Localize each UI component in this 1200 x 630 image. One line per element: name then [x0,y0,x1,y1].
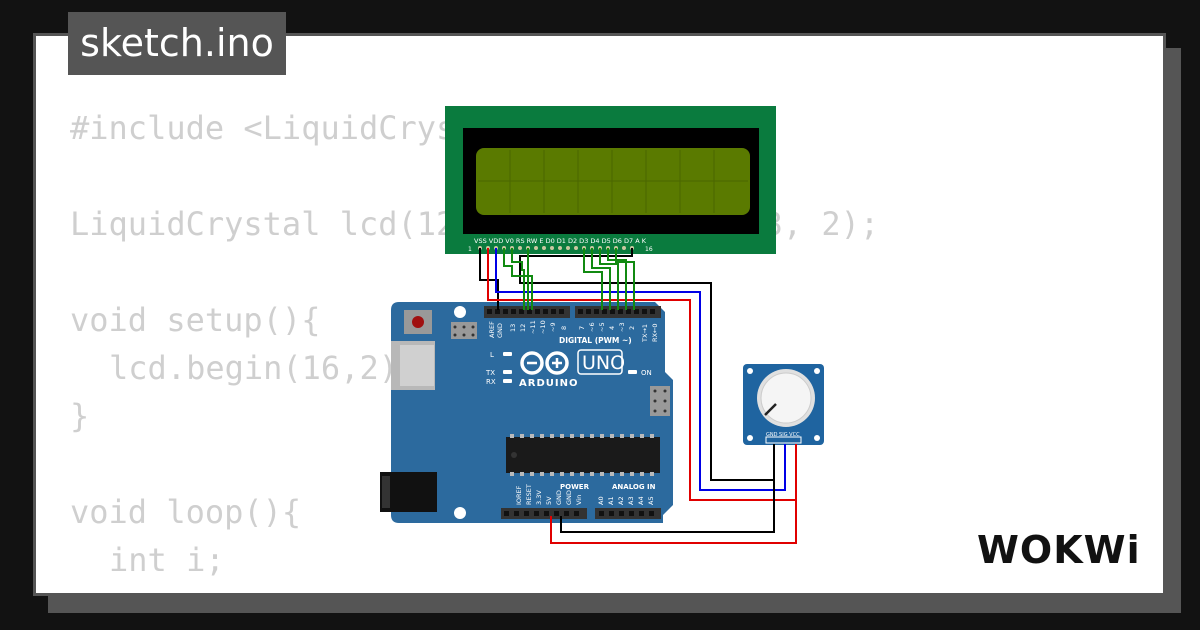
pin-label: 13 [509,324,517,332]
pin-label: 8 [560,326,568,330]
wokwi-logo: WOKWi [977,528,1141,572]
pin-label: 5V [545,496,553,505]
pin-label: ~5 [598,322,606,332]
arduino-uno-board[interactable]: AREF GND 13 12 ~11 ~10 ~9 8 7 ~6 ~5 4 ~3… [380,302,673,523]
pin-label: TX→1 [641,324,649,343]
pin-label: A2 [617,496,625,505]
code-line: int i; [109,541,225,579]
code-line: } [70,397,90,435]
potentiometer-knob-indicator [764,403,777,416]
pin-label: ~11 [529,320,537,334]
pin-label: A0 [597,496,605,505]
arduino-infinity-icon [520,351,569,375]
lcd-pin-labels: VSS VDD V0 RS RW E D0 D1 D2 D3 D4 D5 D6 … [474,237,647,245]
led-l-label: L [490,351,494,359]
pin-label: A1 [607,496,615,505]
potentiometer[interactable]: GND SIG VCC [743,364,824,445]
potentiometer-pin-labels: GND SIG VCC [766,432,800,438]
pin-label: A4 [637,496,645,505]
pin-label: Vin [575,495,583,505]
wokwi-logo-text: WOKWi [977,528,1141,572]
pin-label: AREF [488,321,496,338]
arduino-model: UNO [582,352,625,374]
pin-label: RESET [525,484,533,505]
pin-label: 3.3V [535,490,543,505]
pin-label: A3 [627,496,635,505]
pin-label: 12 [519,324,527,332]
pin-label: GND [565,490,573,505]
lcd-display[interactable]: VSS VDD V0 RS RW E D0 D1 D2 D3 D4 D5 D6 … [445,106,776,254]
pin-label: A5 [647,496,655,505]
code-line: void loop(){ [70,493,302,531]
lcd-pin-start: 1 [468,246,472,253]
pin-label: GND [496,323,504,338]
pin-label: GND [555,490,563,505]
analog-header-label: ANALOG IN [612,483,656,491]
led-on-label: ON [641,369,652,377]
pin-label: RX←0 [651,323,659,342]
pin-label: IOREF [515,485,523,505]
led-tx-label: TX [485,369,495,377]
code-line: void setup(){ [70,301,321,339]
power-header-label: POWER [560,483,590,491]
pin-label: 4 [608,326,616,330]
pin-label: 7 [578,326,586,330]
wires [479,248,797,544]
arduino-brand: ARDUINO [519,378,578,389]
led-rx-label: RX [486,378,496,386]
code-line: lcd.begin(16,2); [109,349,418,387]
pin-label: 2 [628,326,636,330]
pin-label: ~3 [618,322,626,332]
pin-label: ~10 [539,320,547,334]
lcd-pin-end: 16 [645,246,653,253]
code-line: lcd.clear(); [70,584,879,593]
pin-label: ~9 [549,322,557,332]
file-tab[interactable]: sketch.ino [68,12,286,75]
pin-label: ~6 [588,322,596,332]
digital-header-label: DIGITAL (PWM ~) [559,336,632,345]
